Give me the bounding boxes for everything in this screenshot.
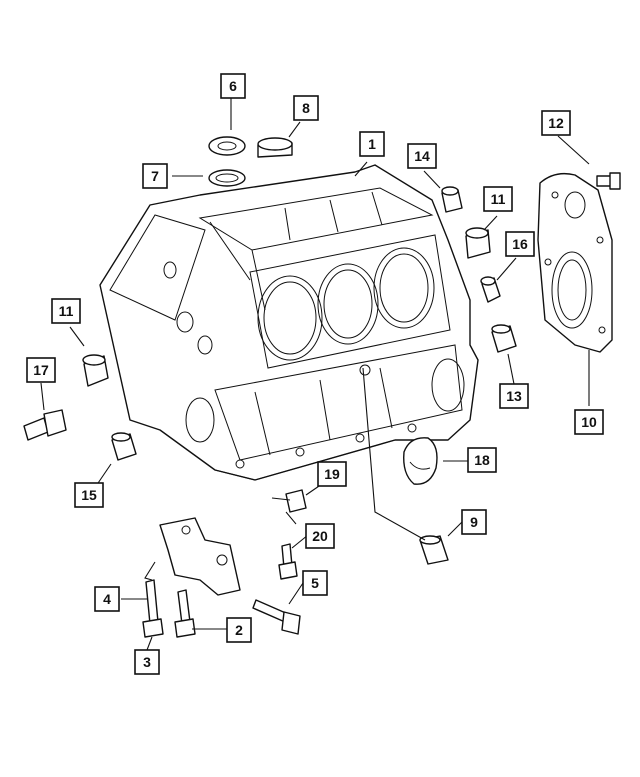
- callout-13: 13: [499, 383, 529, 409]
- callout-11-right-label: 11: [491, 191, 506, 207]
- callout-2: 2: [226, 617, 252, 643]
- callout-12: 12: [541, 110, 571, 136]
- seal-ring-7: [208, 169, 246, 187]
- callout-3-label: 3: [143, 654, 151, 670]
- callout-7: 7: [142, 163, 168, 189]
- threaded-plug-17: [23, 409, 67, 441]
- callout-18: 18: [467, 447, 497, 473]
- callout-4: 4: [94, 586, 120, 612]
- callout-18-label: 18: [474, 452, 490, 468]
- callout-8: 8: [293, 95, 319, 121]
- callout-7-label: 7: [151, 168, 159, 184]
- leader-lines: [40, 98, 590, 651]
- callout-10: 10: [574, 409, 604, 435]
- bolt-2: [174, 589, 196, 638]
- callout-4-label: 4: [103, 591, 111, 607]
- cover-bolt: [596, 172, 621, 190]
- clip-19: [271, 489, 307, 525]
- callout-20-label: 20: [312, 528, 328, 544]
- callout-19: 19: [317, 461, 347, 487]
- bushing-8: [257, 137, 293, 158]
- callout-16: 16: [505, 231, 535, 257]
- callout-5-label: 5: [311, 575, 319, 591]
- callout-10-label: 10: [581, 414, 597, 430]
- callout-12-label: 12: [548, 115, 564, 131]
- callout-3: 3: [134, 649, 160, 675]
- callout-14: 14: [407, 143, 437, 169]
- sleeve-11-right: [465, 227, 491, 259]
- callout-17-label: 17: [33, 362, 49, 378]
- cover-cap-18: [403, 437, 438, 485]
- dowel-14: [441, 186, 463, 213]
- engine-block: [99, 164, 479, 481]
- dowel-13: [491, 324, 517, 353]
- rear-cover-plate: [537, 172, 613, 353]
- callout-6: 6: [220, 73, 246, 99]
- callout-16-label: 16: [512, 236, 528, 252]
- bolt-20: [278, 543, 298, 580]
- callout-9-label: 9: [470, 514, 478, 530]
- callout-20: 20: [305, 523, 335, 549]
- callout-11-left: 11: [51, 298, 81, 324]
- mounting-bracket: [159, 517, 241, 596]
- callout-15-label: 15: [81, 487, 97, 503]
- callout-9: 9: [461, 509, 487, 535]
- callout-1-label: 1: [368, 136, 376, 152]
- callout-19-label: 19: [324, 466, 340, 482]
- callout-5: 5: [302, 570, 328, 596]
- callout-15: 15: [74, 482, 104, 508]
- sensor-9: [419, 535, 449, 565]
- sleeve-11-left: [82, 354, 109, 387]
- callout-17: 17: [26, 357, 56, 383]
- callout-11-right: 11: [483, 186, 513, 212]
- callout-11-left-label: 11: [59, 303, 74, 319]
- callout-1: 1: [359, 131, 385, 157]
- callout-13-label: 13: [506, 388, 522, 404]
- dowel-16: [480, 276, 501, 303]
- callout-8-label: 8: [302, 100, 310, 116]
- callout-14-label: 14: [414, 148, 430, 164]
- dowel-15: [111, 432, 137, 461]
- seal-ring-6: [208, 136, 246, 156]
- callout-6-label: 6: [229, 78, 237, 94]
- callout-2-label: 2: [235, 622, 243, 638]
- bolt-3: [142, 579, 164, 638]
- bolt-5: [252, 599, 301, 635]
